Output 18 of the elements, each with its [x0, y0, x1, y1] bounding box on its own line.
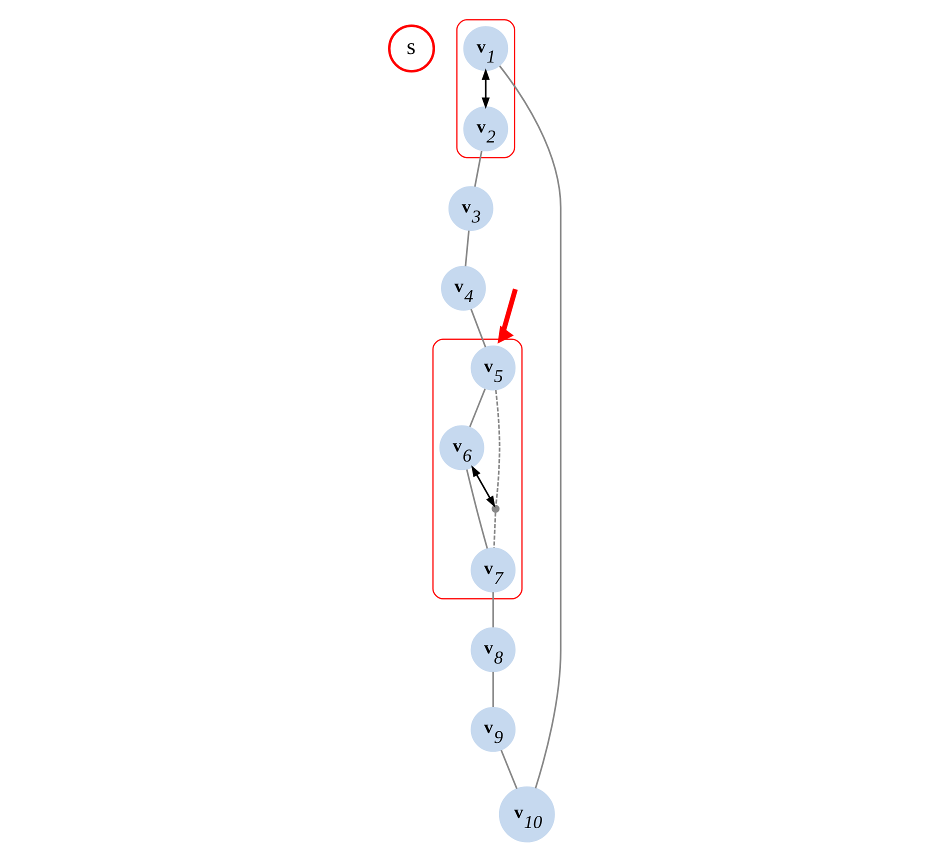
- arrow: [481, 68, 490, 110]
- arrow: [470, 465, 495, 508]
- connector: [466, 469, 488, 549]
- arrow: [497, 288, 518, 344]
- connector: [492, 672, 494, 708]
- connector: [492, 512, 496, 548]
- cluster: [456, 19, 515, 158]
- node-circle: s: [388, 24, 435, 73]
- connector: [500, 750, 518, 790]
- connector: [474, 150, 482, 187]
- connector: [470, 308, 486, 348]
- connector: [468, 388, 486, 428]
- connector: [498, 65, 562, 788]
- connector: [492, 592, 494, 628]
- connector: [494, 390, 500, 506]
- connector: [464, 230, 470, 266]
- node-circle: [491, 504, 500, 513]
- cluster: [432, 338, 522, 600]
